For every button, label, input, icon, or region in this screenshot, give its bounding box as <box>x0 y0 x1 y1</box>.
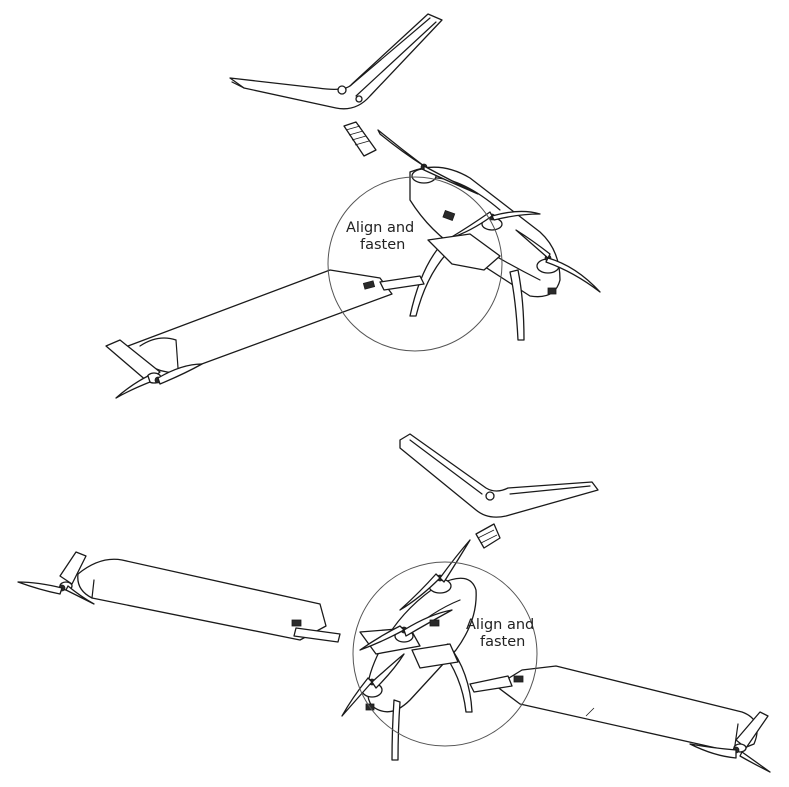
step-2-illustration: Align and fasten <box>17 433 771 773</box>
detail-circle-top <box>327 176 503 352</box>
detail-circle-bottom <box>352 561 538 747</box>
callout-line2-bottom: fasten <box>480 634 525 650</box>
fuselage-top <box>343 121 601 341</box>
callout-line1-bottom: Align and <box>466 617 534 633</box>
left-wing-bottom <box>17 551 341 643</box>
v-tail-top <box>229 13 443 110</box>
right-wing-bottom <box>469 665 771 773</box>
callout-line1-top: Align and <box>346 220 414 236</box>
wing-top <box>105 269 425 399</box>
fuselage-bottom <box>341 523 501 761</box>
v-tail-bottom <box>399 433 599 518</box>
step-1-illustration: Align and fasten <box>105 13 601 399</box>
callout-line2-top: fasten <box>360 237 405 253</box>
